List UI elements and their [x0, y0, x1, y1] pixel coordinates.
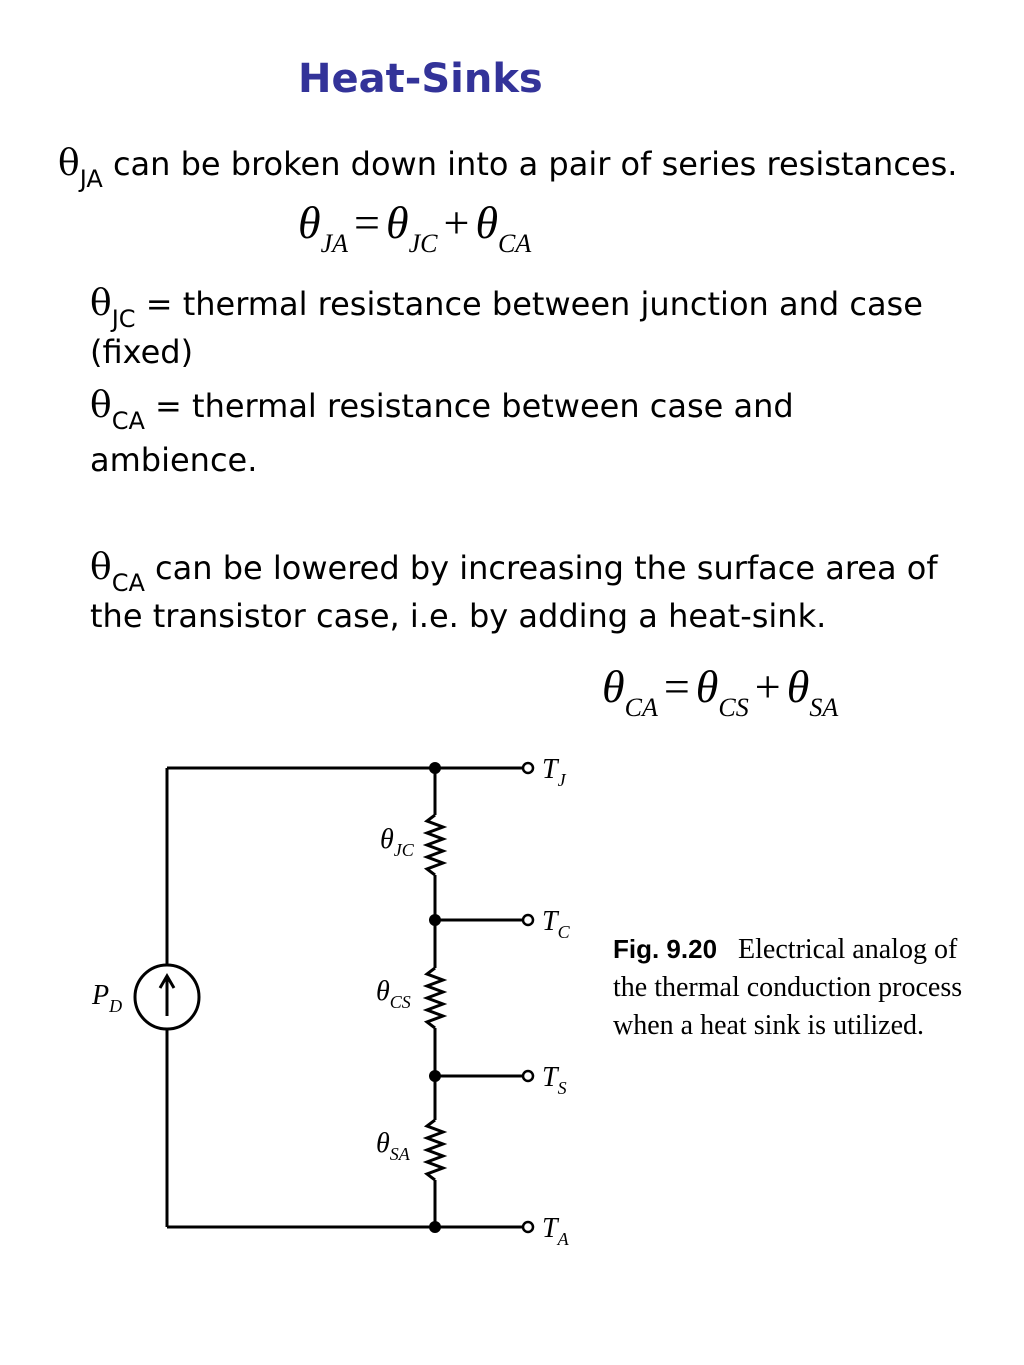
- page-title: Heat-Sinks: [298, 56, 543, 102]
- eq1-plus: +: [443, 197, 470, 248]
- eq2-term2-sub: SA: [809, 693, 839, 722]
- eq2-lhs-sub: CA: [624, 693, 658, 722]
- def-jc-text: = thermal resistance between junction an…: [145, 285, 923, 323]
- eq1-lhs-sub: JA: [320, 229, 349, 258]
- label-ts: TS: [542, 1062, 567, 1098]
- eq2-lhs: θ: [602, 661, 625, 712]
- def-jc-subscript: JC: [111, 305, 136, 333]
- para-text: can be lowered by increasing the surface…: [155, 549, 938, 587]
- label-theta-sa: θSA: [376, 1128, 411, 1164]
- eq2-plus: +: [754, 661, 781, 712]
- eq2-term1: θ: [695, 661, 719, 712]
- eq1-term2-sub: CA: [498, 229, 532, 258]
- definition-jc: θJC = thermal resistance between junctio…: [90, 280, 923, 333]
- terminal-tc: [521, 913, 535, 927]
- terminal-ts: [521, 1069, 535, 1083]
- definition-ca: θCA = thermal resistance between case an…: [90, 382, 794, 435]
- figure-number: Fig. 9.20: [613, 934, 718, 964]
- eq1-term1-sub: JC: [408, 229, 438, 258]
- definition-jc-continuation: (fixed): [90, 333, 194, 371]
- paragraph-line2: the transistor case, i.e. by adding a he…: [90, 597, 827, 635]
- theta-symbol: θ: [58, 143, 80, 184]
- figure-caption: Fig. 9.20 Electrical analog of the therm…: [613, 930, 993, 1045]
- intro-line: θJA can be broken down into a pair of se…: [58, 140, 958, 193]
- paragraph-line1: θCA can be lowered by increasing the sur…: [90, 544, 938, 597]
- current-source: [133, 963, 201, 1031]
- label-theta-cs: θCS: [376, 976, 411, 1012]
- node-dot-ts: [429, 1070, 441, 1082]
- eq1-term2: θ: [475, 197, 499, 248]
- def-ca-symbol: θ: [90, 385, 112, 426]
- label-pd: PD: [91, 980, 122, 1016]
- caption-text: Electrical analog of the thermal conduct…: [613, 934, 963, 1041]
- eq2-term1-sub: CS: [718, 693, 749, 722]
- para-subscript: CA: [111, 569, 145, 597]
- def-ca-text: = thermal resistance between case and: [155, 387, 794, 425]
- equation-theta-ja: θJA=θJC+θCA: [298, 196, 531, 258]
- label-tc: TC: [542, 906, 571, 942]
- source-arrow-head: [158, 973, 176, 989]
- def-jc-symbol: θ: [90, 283, 112, 324]
- def-ca-subscript: CA: [111, 407, 145, 435]
- label-theta-jc: θJC: [380, 824, 415, 860]
- intro-text: can be broken down into a pair of series…: [112, 145, 958, 183]
- theta-subscript: JA: [79, 165, 103, 193]
- resistor-sa: [422, 1118, 448, 1182]
- node-dot-tc: [429, 914, 441, 926]
- definition-ca-continuation: ambience.: [90, 441, 258, 479]
- resistor-jc: [422, 813, 448, 877]
- equation-theta-ca: θCA=θCS+θSA: [602, 660, 838, 722]
- resistor-cs: [422, 966, 448, 1030]
- eq1-lhs: θ: [298, 197, 321, 248]
- para-symbol: θ: [90, 547, 112, 588]
- label-ta: TA: [542, 1213, 570, 1249]
- terminal-ta: [521, 1220, 535, 1234]
- node-dot-tj: [429, 762, 441, 774]
- eq1-term1: θ: [385, 197, 409, 248]
- node-dot-ta: [429, 1221, 441, 1233]
- label-tj: TJ: [542, 754, 567, 790]
- eq2-term2: θ: [786, 661, 810, 712]
- eq2-equals: =: [663, 661, 690, 712]
- eq1-equals: =: [354, 197, 380, 248]
- terminal-tj: [521, 761, 535, 775]
